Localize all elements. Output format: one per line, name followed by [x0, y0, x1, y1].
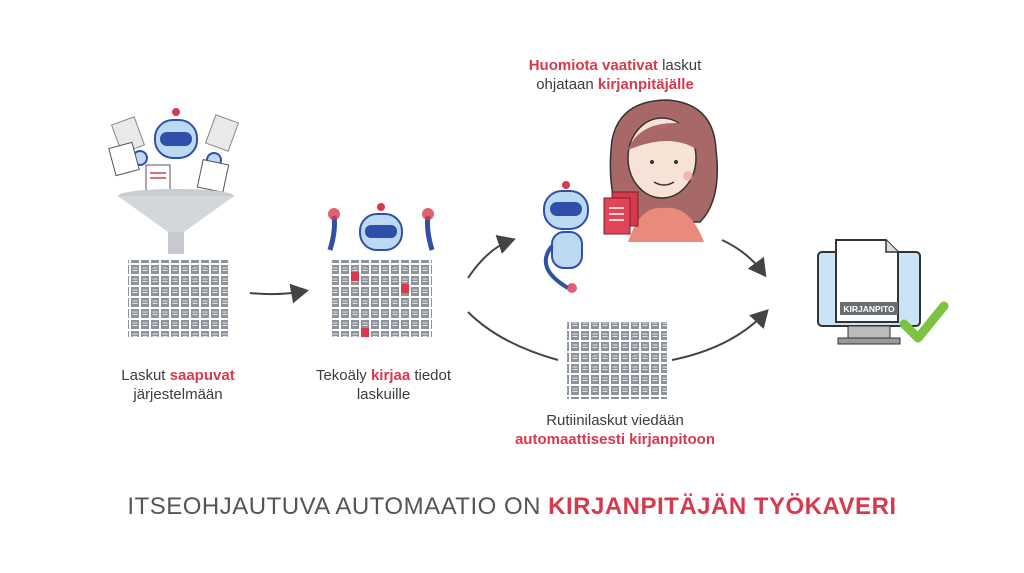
flagged-doc	[401, 284, 409, 293]
step1-highlight: saapuvat	[169, 367, 235, 384]
arrow-1	[249, 283, 309, 304]
robot-ai-icon	[327, 203, 435, 251]
flagged-doc	[351, 272, 359, 281]
step2-text: Tekoäly	[315, 367, 371, 384]
tagline: ITSEOHJAUTUVA AUTOMAATIO ON KIRJANPITÄJÄ…	[0, 493, 1024, 521]
documents-grid-2	[332, 260, 432, 337]
robot-routing-icon	[543, 181, 639, 293]
attention-text: laskut	[657, 57, 702, 74]
step2-highlight: kirjaa	[370, 367, 411, 384]
routine-text: Rutiinilaskut viedään	[546, 412, 684, 429]
documents-grid-3	[567, 322, 667, 399]
monitor-label: KIRJANPITO	[843, 304, 895, 314]
attention-label: Huomiota vaativat laskut ohjataan kirjan…	[500, 56, 730, 94]
arrow-to-monitor-bottom	[671, 309, 769, 361]
arrow-to-monitor-top	[721, 239, 767, 278]
arrow-up	[467, 234, 516, 279]
monitor-icon: KIRJANPITO	[817, 239, 921, 345]
step1-label: Laskut saapuvat järjestelmään	[98, 366, 258, 404]
arrow-down	[467, 311, 559, 361]
tagline-text: ITSEOHJAUTUVA AUTOMAATIO ON	[127, 493, 549, 520]
step1-line2: järjestelmään	[133, 386, 223, 403]
step1-text: Laskut	[121, 367, 170, 384]
attention-text-2: ohjataan	[536, 76, 598, 93]
documents-grid-1	[128, 260, 228, 337]
accountant-woman-icon	[609, 99, 719, 242]
attention-highlight-2: kirjanpitäjälle	[597, 76, 694, 93]
tagline-highlight: KIRJANPITÄJÄN TYÖKAVERI	[548, 493, 897, 520]
step2-label: Tekoäly kirjaa tiedot laskuille	[296, 366, 471, 404]
check-icon	[899, 301, 949, 343]
routine-label: Rutiinilaskut viedään automaattisesti ki…	[490, 411, 740, 449]
routine-highlight: automaattisesti kirjanpitoon	[514, 431, 716, 448]
flagged-doc	[361, 328, 369, 337]
robot-funnel-icon	[108, 108, 240, 254]
step2-line2: laskuille	[356, 386, 411, 403]
attention-highlight: Huomiota vaativat	[528, 57, 658, 74]
step2-text-post: tiedot	[410, 367, 452, 384]
